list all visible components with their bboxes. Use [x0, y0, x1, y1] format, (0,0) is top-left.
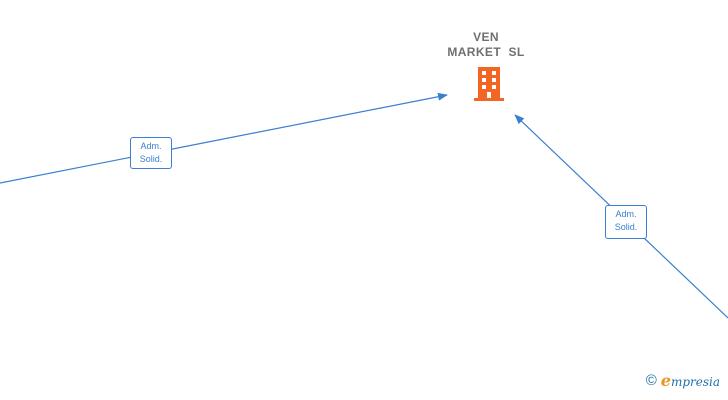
edge-role-line2: Solid. [614, 222, 638, 232]
edge-role-line1: Adm. [615, 209, 637, 219]
edge-role-line1: Adm. [140, 141, 162, 151]
edge-role-line2: Solid. [139, 154, 163, 164]
brand-name-rest: mpresia [670, 375, 720, 389]
brand-initial: e [660, 371, 671, 390]
company-name-line2: MARKET SL [447, 45, 525, 59]
edge-label-left[interactable]: Adm. Solid. [130, 137, 172, 169]
brand-watermark[interactable]: © empresia [646, 371, 720, 390]
copyright-icon: © [645, 372, 657, 389]
company-name-line1: VEN [473, 30, 499, 44]
edge-label-right[interactable]: Adm. Solid. [605, 205, 647, 239]
brand-logo: empresia [661, 371, 720, 390]
company-name[interactable]: VEN MARKET SL [426, 30, 546, 60]
edge-line-left [0, 92, 448, 184]
building-icon[interactable] [472, 66, 506, 102]
